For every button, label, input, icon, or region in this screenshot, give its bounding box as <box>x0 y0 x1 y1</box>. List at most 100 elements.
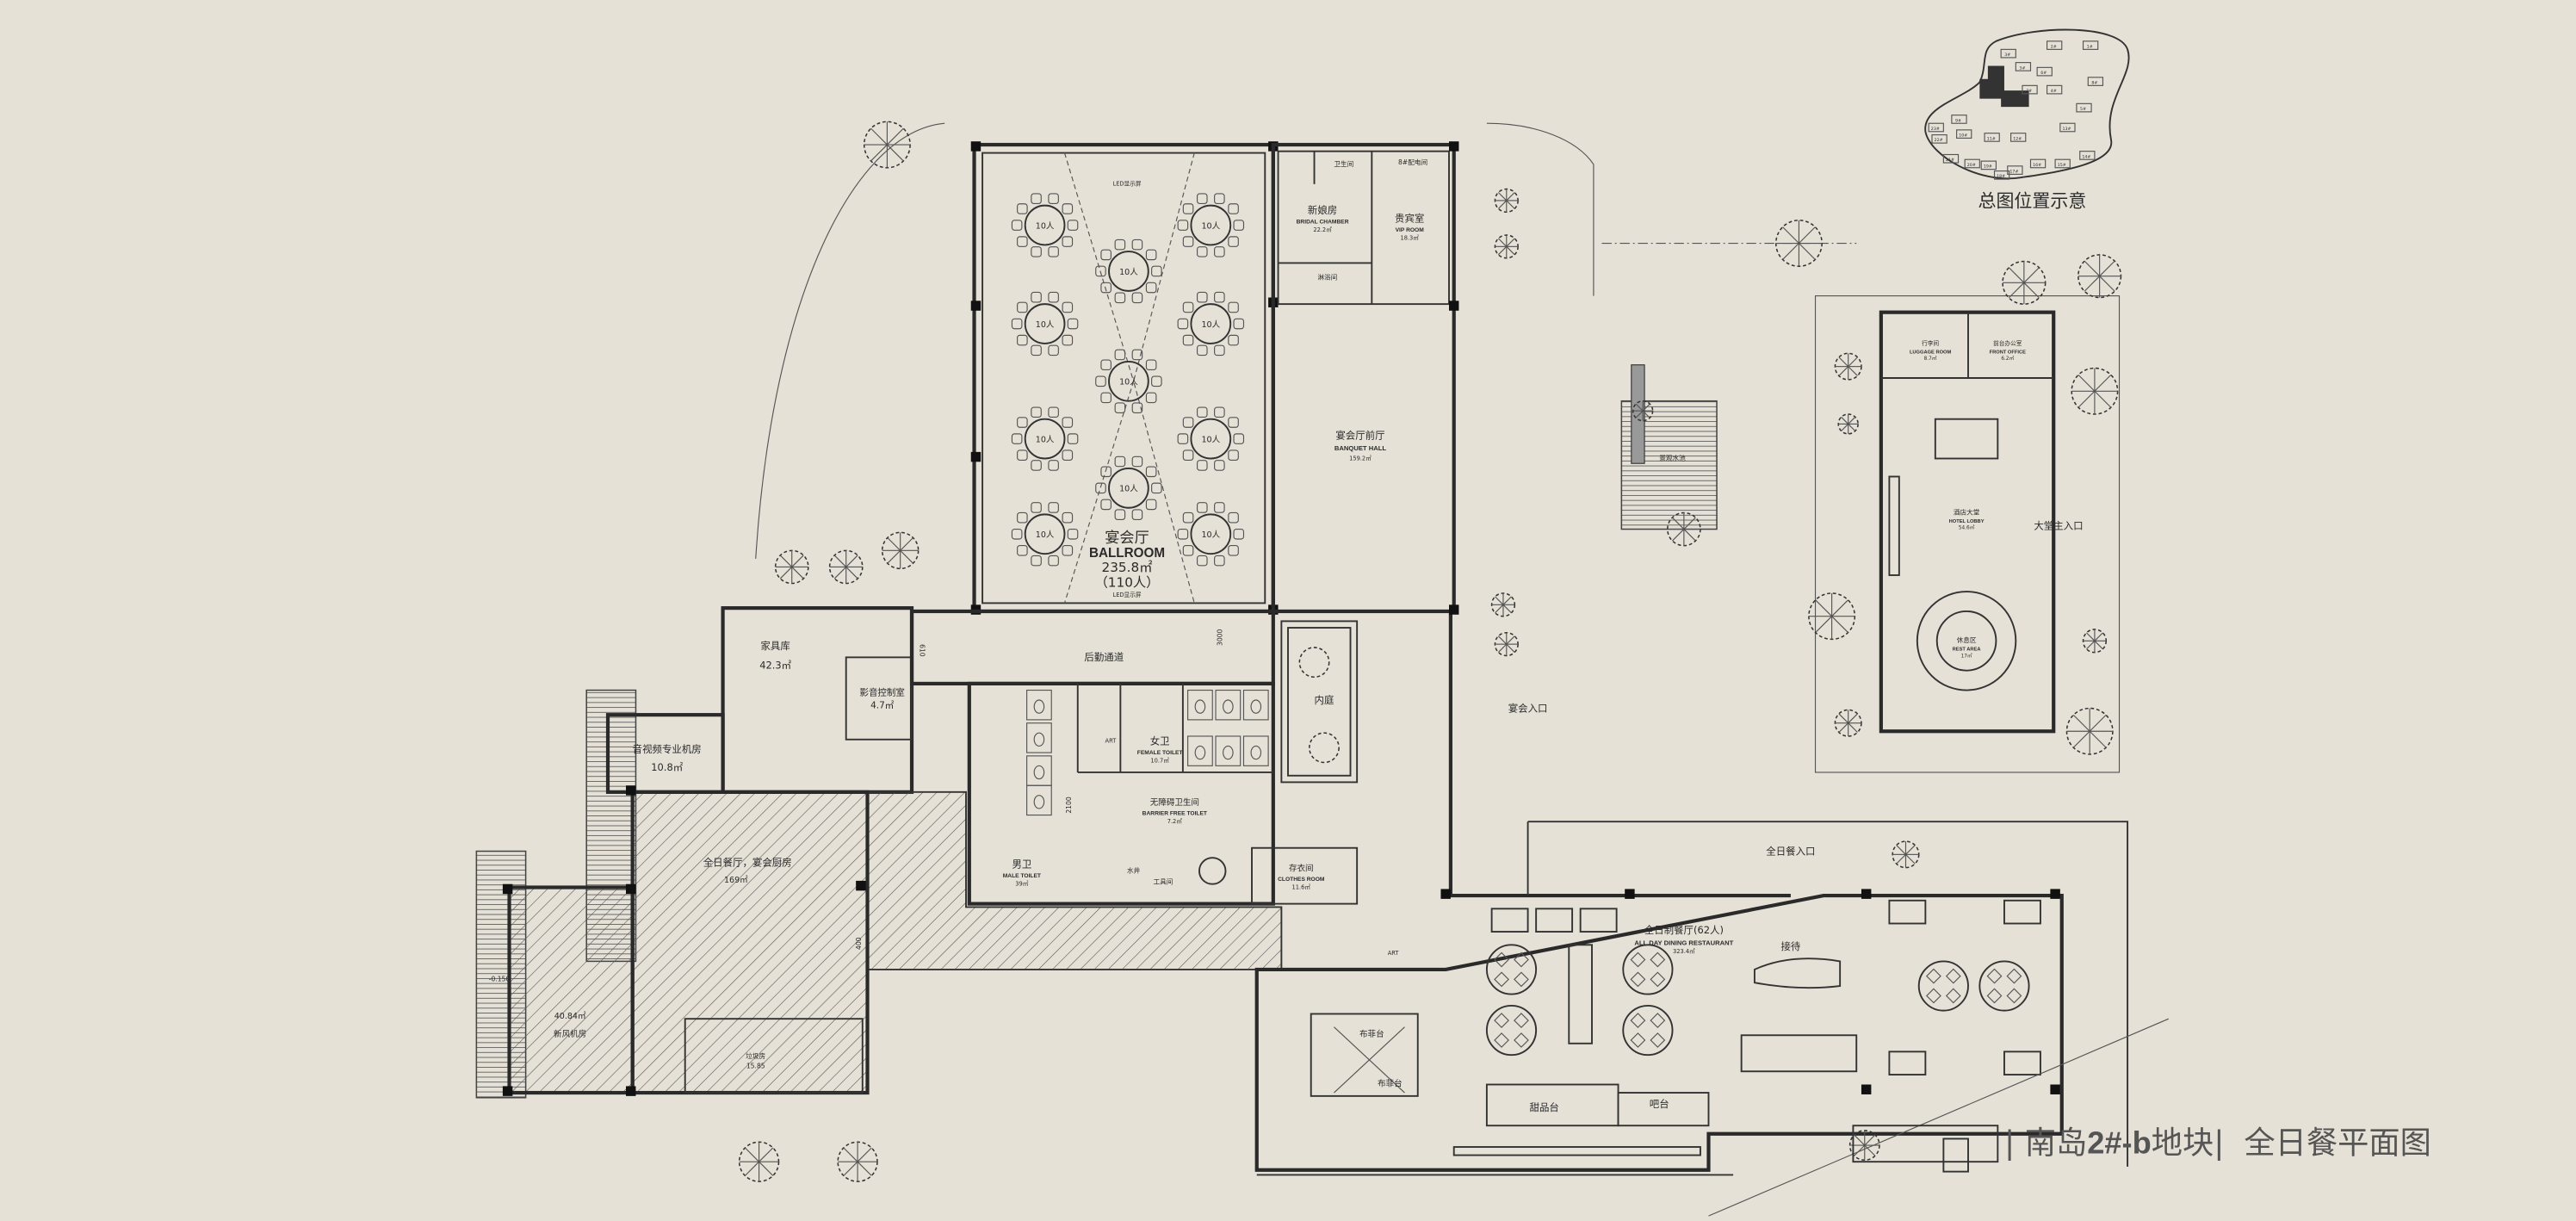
booth-table <box>1888 1051 1927 1076</box>
front-office-en: FRONT OFFICE <box>1990 350 2026 355</box>
booth-table <box>1535 908 1574 933</box>
tree-icon <box>1494 631 1519 657</box>
toilet-stall <box>1026 784 1052 816</box>
tree-icon <box>1848 1130 1880 1162</box>
clothes-room-en: CLOTHES ROOM <box>1278 877 1325 883</box>
dining-table <box>1978 960 2030 1012</box>
tree-icon <box>837 1141 878 1182</box>
site-map-caption: 总图位置示意 <box>1978 191 2086 212</box>
bridal-chamber-en: BRIDAL CHAMBER <box>1297 220 1349 226</box>
tree-icon <box>2065 707 2114 755</box>
site-building-label: 3# <box>2004 53 2010 58</box>
west-rooms: 家具库 42.3㎡ 影音控制室 4.7㎡ 音视频专业机房 10.8㎡ 610 全… <box>475 606 1283 1099</box>
toilet-stall <box>1215 689 1242 721</box>
tree-icon <box>1808 592 1856 641</box>
luggage-room-area: 8.7㎡ <box>1924 355 1937 362</box>
furniture-store-area: 42.3㎡ <box>759 660 791 672</box>
dining-table <box>1622 1004 1674 1057</box>
banquet-table: 10人 <box>1177 502 1245 567</box>
landscape-pool: 景观水池 <box>1601 242 1857 530</box>
tree-icon <box>1892 840 1920 869</box>
bar-counter-label: 吧台 <box>1650 1098 1669 1110</box>
site-building-label: 12# <box>2013 136 2022 141</box>
water-shaft-label: 水井 <box>1127 865 1141 874</box>
table-capacity-label: 10人 <box>1036 221 1055 231</box>
female-toilet-area: 10.7㎡ <box>1150 757 1169 765</box>
fresh-air-room-area: 40.84㎡ <box>554 1012 586 1021</box>
bridal-chamber-label: 新娘房 <box>1308 204 1337 216</box>
site-building <box>1928 122 1944 133</box>
site-building-label: 11# <box>1987 136 1996 141</box>
all-day-dining: 全日制餐厅(62人) ALL DAY DINING RESTAURANT 323… <box>1254 821 2129 1176</box>
toilet-stall <box>1026 755 1052 786</box>
site-building-label: 16# <box>2033 163 2041 168</box>
ballroom-en: BALLROOM <box>1089 546 1165 561</box>
toilet-stall <box>1242 735 1269 766</box>
landscape-pool-label: 景观水池 <box>1659 453 1686 462</box>
site-building <box>1951 115 1967 124</box>
site-building <box>2087 77 2104 86</box>
site-building <box>1980 160 1997 170</box>
rest-area-en: REST AREA <box>1953 648 1981 653</box>
site-building <box>2022 84 2038 95</box>
table-capacity-label: 10人 <box>1201 221 1220 231</box>
ballroom-area: 235.8㎡ <box>1102 560 1153 575</box>
av-machine-room-label: 音视频专业机房 <box>633 743 702 755</box>
tree-icon <box>1494 234 1519 259</box>
tree-icon <box>1834 709 1862 737</box>
toilet-icon <box>1033 765 1045 780</box>
toilet-block: 后勤通道 3000 女卫 FEMALE TOILET 10.7㎡ 男卫 MALE… <box>909 609 1359 906</box>
table-capacity-label: 10人 <box>1201 530 1220 540</box>
tree-icon <box>863 121 911 169</box>
table-capacity-label: 10人 <box>1201 320 1220 330</box>
av-control-room-label: 影音控制室 <box>859 686 904 697</box>
banquet-hall-en: BANQUET HALL <box>1334 444 1386 452</box>
dim-2100: 2100 <box>1065 796 1073 814</box>
booth-table <box>2003 1051 2041 1076</box>
luggage-room-label: 行李间 <box>1922 339 1939 347</box>
toilet-stall <box>1242 689 1269 721</box>
site-building <box>1931 134 1947 144</box>
tree-icon <box>1494 188 1519 214</box>
barrier-free-toilet-label: 无障碍卫生间 <box>1150 797 1199 808</box>
banquet-table: 10人 <box>1011 406 1079 471</box>
level-mark: -0.150 <box>489 975 511 982</box>
site-building <box>2046 84 2063 95</box>
site-building-label: 17# <box>2009 169 2018 174</box>
toilet-icon <box>1223 745 1234 760</box>
toilet-icon <box>1250 699 1262 714</box>
site-building-label: 20# <box>1967 163 1976 168</box>
site-building <box>1942 153 1960 164</box>
toilet-icon <box>1194 745 1206 760</box>
site-building-label: 2# <box>2051 44 2057 49</box>
site-building <box>2054 158 2071 169</box>
table-capacity-label: 10人 <box>1201 435 1220 444</box>
toilet-icon <box>1033 699 1045 714</box>
toilet-stall <box>1215 735 1242 766</box>
banquet-hall-area: 159.2㎡ <box>1349 454 1372 462</box>
site-map-inset: 1#2#3#3#4#5#6#7#8#9#10#11#12#13#14#15#16… <box>1924 28 2130 212</box>
toilet-icon <box>1250 745 1262 760</box>
restroom-label: 卫生间 <box>1334 159 1353 168</box>
tool-room-label: 工具间 <box>1154 878 1173 886</box>
site-building-label: 6# <box>2040 71 2047 76</box>
plan-title-suffix: 地块| <box>2152 1125 2225 1162</box>
banquet-entrance-label: 宴会入口 <box>1508 702 1548 714</box>
dim-3000: 3000 <box>1217 629 1224 646</box>
bridal-chamber-area: 22.2㎡ <box>1313 226 1332 233</box>
lobby-entrance-label: 大堂主入口 <box>2034 520 2083 532</box>
front-office-area: 6.2㎡ <box>2001 355 2014 362</box>
tree-icon <box>2082 629 2108 654</box>
dining-entrance-label: 全日餐入口 <box>1766 845 1815 857</box>
site-building-label: 22# <box>1935 138 1943 143</box>
dim-400: 400 <box>855 937 863 950</box>
booth-table <box>1490 908 1529 933</box>
tree-icon <box>2002 260 2047 305</box>
long-table <box>1568 944 1593 1044</box>
site-building <box>2007 165 2023 175</box>
banquet-hall-label: 宴会厅前厅 <box>1335 430 1384 442</box>
dining-area: 323.4㎡ <box>1673 947 1695 955</box>
site-building-label: 21# <box>1946 158 1954 163</box>
banquet-table: 10人 <box>1095 239 1162 304</box>
